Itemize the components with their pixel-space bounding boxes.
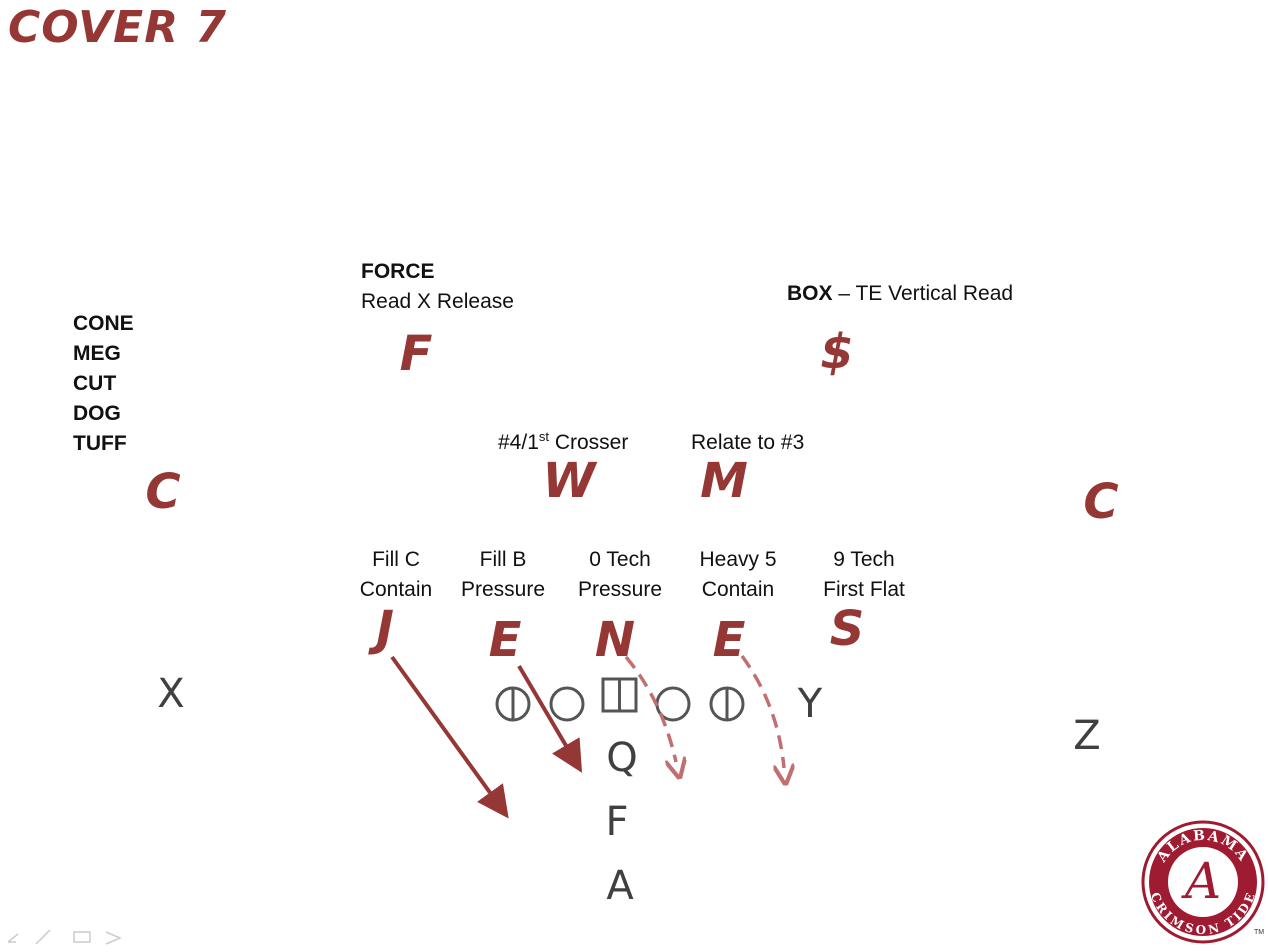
j-rush-arrow bbox=[390, 655, 509, 819]
front-note-e-right: Heavy 5 Contain bbox=[699, 548, 777, 601]
lineman-left-guard bbox=[549, 686, 585, 722]
box-note-title: BOX bbox=[787, 282, 833, 305]
coverage-calls-list: CONE MEG CUT DOG TUFF bbox=[73, 309, 134, 459]
e-left-rush-arrow bbox=[517, 664, 583, 773]
defender-j: J bbox=[376, 601, 394, 657]
defender-money: $ bbox=[820, 324, 854, 380]
defender-c-left: C bbox=[145, 464, 181, 520]
defender-f: F bbox=[399, 326, 433, 382]
force-note-title: FORCE bbox=[361, 260, 435, 283]
offense-f: F bbox=[605, 799, 629, 845]
front-note-j: Fill C Contain bbox=[359, 548, 433, 601]
forward-arrow-icon bbox=[105, 931, 122, 945]
offense-q: Q bbox=[606, 735, 638, 781]
pen-icon bbox=[35, 929, 51, 945]
box-note: BOX – TE Vertical Read bbox=[787, 279, 1013, 309]
offense-x: X bbox=[157, 671, 185, 717]
e-right-drop-arrow bbox=[740, 654, 784, 768]
front-note-n: 0 Tech Pressure bbox=[577, 548, 663, 601]
defender-w: W bbox=[542, 453, 596, 509]
defender-e-left: E bbox=[488, 612, 522, 668]
center-square bbox=[601, 677, 638, 713]
m-note: Relate to #3 bbox=[691, 431, 805, 454]
defender-n: N bbox=[594, 612, 636, 668]
offense-y: Y bbox=[797, 681, 823, 727]
call-item: TUFF bbox=[73, 432, 127, 455]
logo-letter: A bbox=[1181, 852, 1221, 910]
logo-trademark: TM bbox=[1254, 929, 1264, 936]
offense-z: Z bbox=[1073, 713, 1101, 759]
call-item: DOG bbox=[73, 402, 121, 425]
menu-icon bbox=[73, 931, 91, 943]
lineman-right-tackle bbox=[709, 686, 745, 722]
force-note: FORCE Read X Release bbox=[361, 257, 514, 317]
defender-m: M bbox=[700, 453, 748, 509]
lineman-left-tackle bbox=[495, 686, 531, 722]
defender-c-right: C bbox=[1083, 474, 1119, 530]
offensive-line bbox=[495, 677, 745, 722]
defender-s: S bbox=[829, 601, 865, 657]
alabama-logo: ALABAMA CRIMSON TIDE A bbox=[1141, 820, 1265, 944]
front-note-s: 9 Tech First Flat bbox=[823, 548, 905, 601]
page-title: COVER 7 bbox=[8, 2, 228, 53]
slide-nav-icons bbox=[7, 929, 122, 945]
call-item: CUT bbox=[73, 372, 117, 395]
offense-a: A bbox=[606, 863, 634, 909]
back-arrow-icon bbox=[7, 933, 19, 943]
call-item: CONE bbox=[73, 312, 134, 335]
front-note-e-left: Fill B Pressure bbox=[460, 548, 546, 601]
box-note-text: – TE Vertical Read bbox=[832, 282, 1014, 305]
call-item: MEG bbox=[73, 342, 121, 365]
force-note-text: Read X Release bbox=[361, 290, 514, 313]
w-note: #4/1st Crosser bbox=[498, 429, 629, 454]
defender-e-right: E bbox=[712, 612, 746, 668]
n-drop-arrow bbox=[624, 655, 676, 762]
